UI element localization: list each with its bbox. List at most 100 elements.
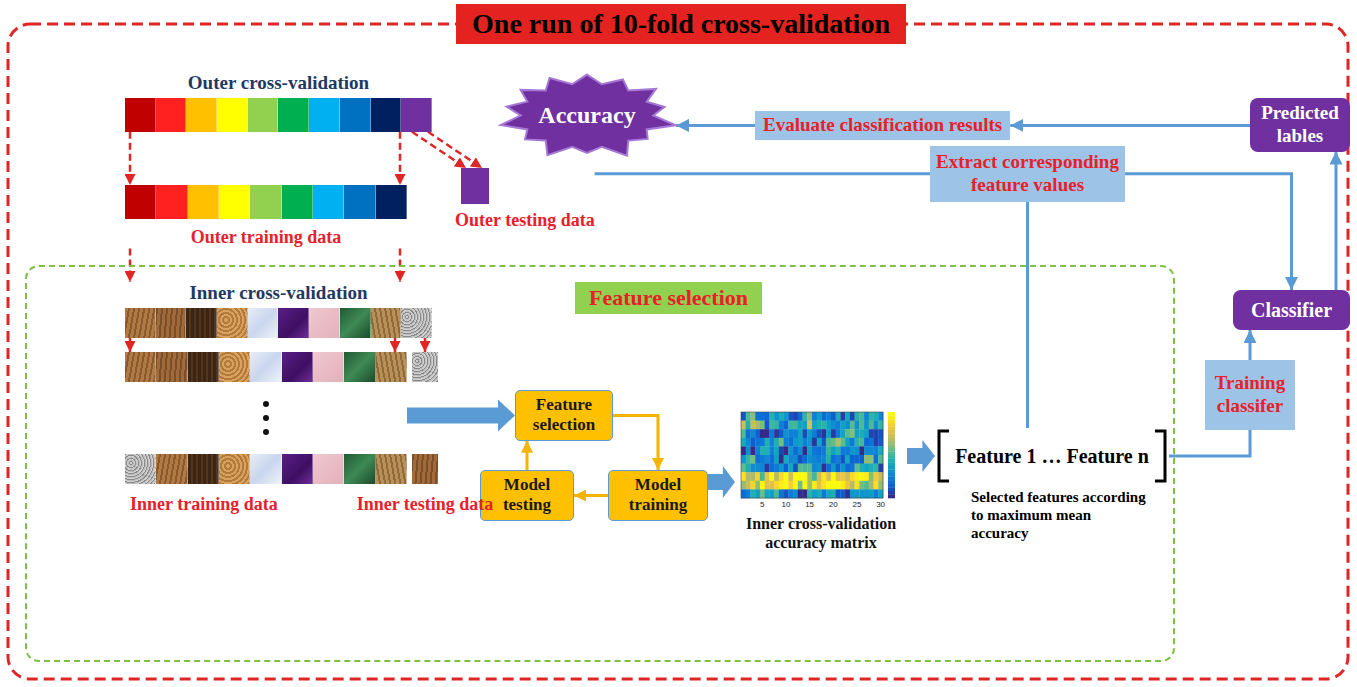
heat-cell: [798, 464, 803, 473]
heat-cell: [845, 481, 850, 490]
colorbar-step: [888, 441, 895, 445]
heat-cell: [741, 489, 746, 498]
heat-cell: [836, 412, 841, 421]
colorbar-step: [888, 480, 895, 484]
heat-cell: [850, 455, 855, 464]
heat-cell: [840, 421, 845, 430]
connector: [1010, 125, 1250, 126]
heat-cell: [793, 421, 798, 430]
heat-cell: [840, 446, 845, 455]
tile: [344, 454, 375, 484]
heat-cell: [760, 481, 765, 490]
heat-cell: [831, 455, 836, 464]
tile: [278, 308, 309, 338]
heat-cell: [831, 412, 836, 421]
heat-cell: [874, 455, 879, 464]
heat-cell: [746, 455, 751, 464]
heat-cell: [779, 472, 784, 481]
heat-cell: [769, 446, 774, 455]
heat-cell: [817, 489, 822, 498]
heat-cell: [840, 455, 845, 464]
heat-cell: [788, 438, 793, 447]
connector: [1336, 152, 1337, 290]
tile: [376, 454, 407, 484]
heat-cell: [755, 489, 760, 498]
heat-cell: [798, 446, 803, 455]
flow-line: [1010, 124, 1250, 127]
heat-cell: [760, 421, 765, 430]
heatmap: [735, 410, 907, 500]
heat-cell: [874, 489, 879, 498]
colorbar-step: [888, 462, 895, 466]
heat-cell: [784, 446, 789, 455]
heat-cell: [798, 412, 803, 421]
heat-cell: [812, 472, 817, 481]
tile: [401, 98, 432, 132]
colorbar-step: [888, 430, 895, 434]
heat-cell: [821, 455, 826, 464]
fold-stack: Inner training data: [125, 352, 407, 516]
colorbar-step: [888, 469, 895, 473]
heat-cell: [769, 481, 774, 490]
connector: [1027, 202, 1028, 428]
heat-cell: [878, 446, 883, 455]
tile: [248, 98, 279, 132]
texture-row: [125, 454, 407, 484]
heat-cell: [750, 438, 755, 447]
heat-cell: [859, 429, 864, 438]
heat-cell: [788, 446, 793, 455]
heat-cell: [760, 438, 765, 447]
heat-cell: [836, 455, 841, 464]
heat-cell: [850, 481, 855, 490]
heat-cell: [864, 455, 869, 464]
tile: [156, 185, 187, 219]
vector-text: Feature 1 … Feature n: [935, 428, 1169, 484]
heat-cell: [774, 429, 779, 438]
axis-tick-label: 20: [829, 500, 838, 510]
heat-cell: [803, 464, 808, 473]
heat-cell: [746, 464, 751, 473]
heat-cell: [850, 464, 855, 473]
heat-cell: [807, 429, 812, 438]
tile: [278, 98, 309, 132]
colorbar-step: [888, 451, 895, 455]
connector: [1125, 174, 1292, 290]
flow-line: [526, 441, 529, 470]
heat-cell: [741, 455, 746, 464]
heat-cell: [807, 438, 812, 447]
tile: [125, 98, 156, 132]
heat-cell: [817, 412, 822, 421]
heat-cell: [750, 455, 755, 464]
heat-cell: [845, 472, 850, 481]
axis-tick-label: 10: [782, 500, 791, 510]
illustration: [125, 352, 407, 484]
heat-cell: [836, 446, 841, 455]
fold-bar: Inner cross-validation: [125, 282, 432, 338]
heat-cell: [779, 464, 784, 473]
process-box: Feature selection: [515, 390, 613, 441]
heat-cell: [874, 438, 879, 447]
tile: [125, 454, 156, 484]
heat-cell: [845, 446, 850, 455]
heat-cell: [874, 429, 879, 438]
flow-line: [1125, 174, 1292, 290]
heat-cell: [803, 472, 808, 481]
heat-cell: [821, 481, 826, 490]
heat-cell: [798, 455, 803, 464]
tile: [156, 308, 187, 338]
box-label: Feature selection: [521, 395, 607, 436]
dot: [263, 429, 269, 435]
heat-cell: [807, 412, 812, 421]
heat-cell: [840, 489, 845, 498]
colorbar-step: [888, 434, 895, 438]
heat-cell: [803, 446, 808, 455]
illustration: [455, 168, 595, 204]
heat-cell: [750, 429, 755, 438]
figure-caption: Inner cross-validation accuracy matrix: [735, 514, 907, 552]
illustration: [125, 185, 407, 219]
heat-cell: [769, 455, 774, 464]
heat-cell: [741, 429, 746, 438]
title-text: One run of 10-fold cross-validation: [472, 7, 890, 41]
heat-cell: [859, 464, 864, 473]
box-label: Extract corresponding feature values: [935, 151, 1120, 197]
